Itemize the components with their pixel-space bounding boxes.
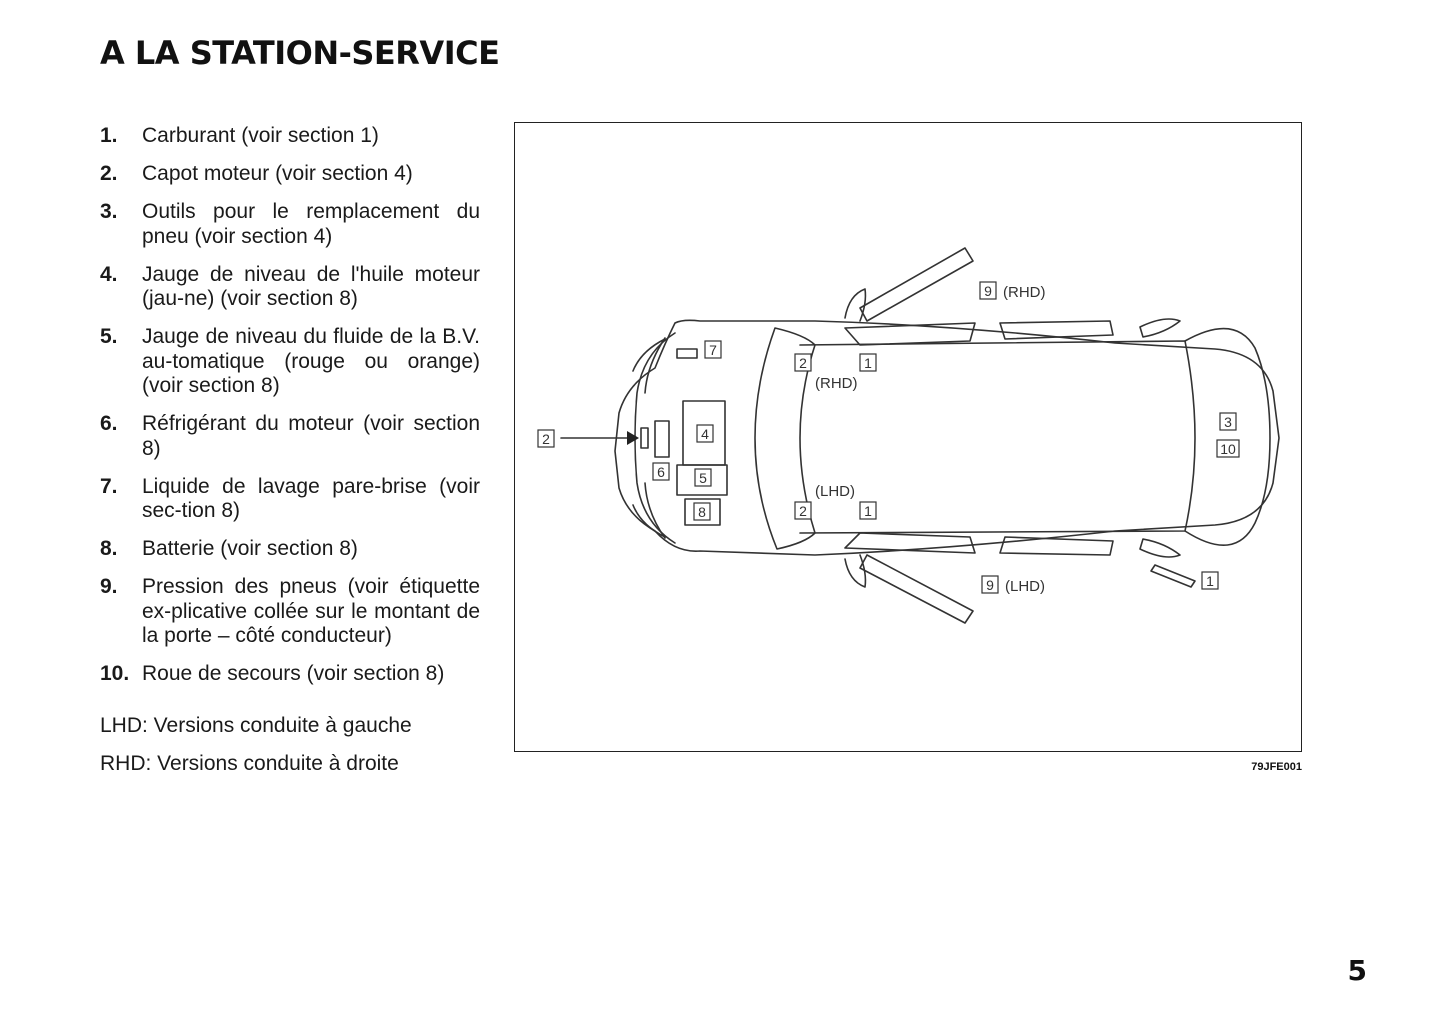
callout-1-fuel: 1: [1206, 573, 1214, 589]
item-number: 4.: [100, 262, 118, 286]
item-text: Outils pour le remplacement du pneu (voi…: [142, 200, 480, 248]
list-item: 5. Jauge de niveau du fluide de la B.V. a…: [100, 325, 480, 399]
list-item: 3. Outils pour le remplacement du pneu (v…: [100, 200, 480, 249]
list-item: 1. Carburant (voir section 1): [100, 124, 480, 149]
roof-outline: [799, 340, 1196, 534]
item-text: Roue de secours (voir section 8): [142, 662, 445, 685]
list-item: 7. Liquide de lavage pare-brise (voir sec…: [100, 475, 480, 524]
list-item: 2. Capot moteur (voir section 4): [100, 162, 480, 187]
callout-5: 5: [699, 470, 707, 486]
item-number: 6.: [100, 412, 118, 435]
car-top-view-diagram: 2 7 4 5 6 8 2 1 2 1 3 10 9 9 1 (RHD) (LH…: [537, 247, 1280, 624]
callout-8: 8: [698, 504, 706, 520]
item-text: Réfrigérant du moteur (voir section 8): [142, 412, 480, 460]
lhd-label-door: (LHD): [1005, 578, 1045, 595]
item-number: 2.: [100, 162, 118, 185]
callout-7: 7: [709, 342, 717, 358]
item-number: 8.: [100, 537, 118, 560]
item-number: 9.: [100, 575, 118, 598]
callout-2-rhd: 2: [799, 355, 807, 371]
list-item: 6. Réfrigérant du moteur (voir section 8): [100, 412, 480, 461]
callout-2-lhd: 2: [799, 503, 807, 519]
list-item: 8. Batterie (voir section 8): [100, 537, 480, 562]
list-item: 9. Pression des pneus (voir étiquette ex-…: [100, 575, 480, 649]
car-diagram-frame: 2 7 4 5 6 8 2 1 2 1 3 10 9 9 1 (RHD) (LH…: [514, 122, 1302, 752]
callout-4: 4: [701, 426, 709, 442]
service-item-list: 1. Carburant (voir section 1) 2. Capot mot…: [100, 124, 480, 700]
callout-1-rhd: 1: [864, 355, 872, 371]
callout-2-hood: 2: [542, 431, 550, 447]
open-door-bottom: [859, 554, 974, 624]
legend-rhd: RHD: Versions conduite à droite: [100, 752, 399, 775]
item-number: 7.: [100, 474, 118, 498]
callout-10: 10: [1220, 441, 1236, 457]
page-title: A LA STATION-SERVICE: [100, 34, 500, 72]
figure-code: 79JFE001: [1251, 761, 1302, 773]
item-text: Pression des pneus (voir étiquette ex-pl…: [142, 575, 480, 647]
legend-lhd: LHD: Versions conduite à gauche: [100, 714, 412, 737]
list-item: 4. Jauge de niveau de l'huile moteur (jau…: [100, 263, 480, 312]
callout-3: 3: [1224, 414, 1232, 430]
item-text: Jauge de niveau de l'huile moteur (jau-n…: [142, 262, 480, 311]
rhd-label-cabin: (RHD): [815, 375, 858, 392]
item-text: Liquide de lavage pare-brise (voir sec-t…: [142, 474, 480, 523]
item-text: Capot moteur (voir section 4): [142, 162, 413, 185]
rhd-label-door: (RHD): [1003, 284, 1046, 301]
item-text: Jauge de niveau du fluide de la B.V. au-…: [142, 325, 480, 397]
open-door-top: [859, 247, 974, 322]
callout-9-lhd: 9: [986, 577, 994, 593]
rear-window: [1184, 327, 1271, 546]
item-number: 1.: [100, 124, 118, 147]
list-item: 10. Roue de secours (voir section 8): [100, 662, 480, 687]
item-number: 3.: [100, 200, 118, 223]
callout-6: 6: [657, 464, 665, 480]
callout-9-rhd: 9: [984, 283, 992, 299]
car-body-outline: [614, 319, 1280, 556]
item-number: 10.: [100, 662, 130, 685]
lhd-label-cabin: (LHD): [815, 483, 855, 500]
item-number: 5.: [100, 325, 118, 348]
callout-1-lhd: 1: [864, 503, 872, 519]
page-number: 5: [1347, 954, 1367, 987]
item-text: Carburant (voir section 1): [142, 124, 379, 147]
item-text: Batterie (voir section 8): [142, 537, 358, 560]
